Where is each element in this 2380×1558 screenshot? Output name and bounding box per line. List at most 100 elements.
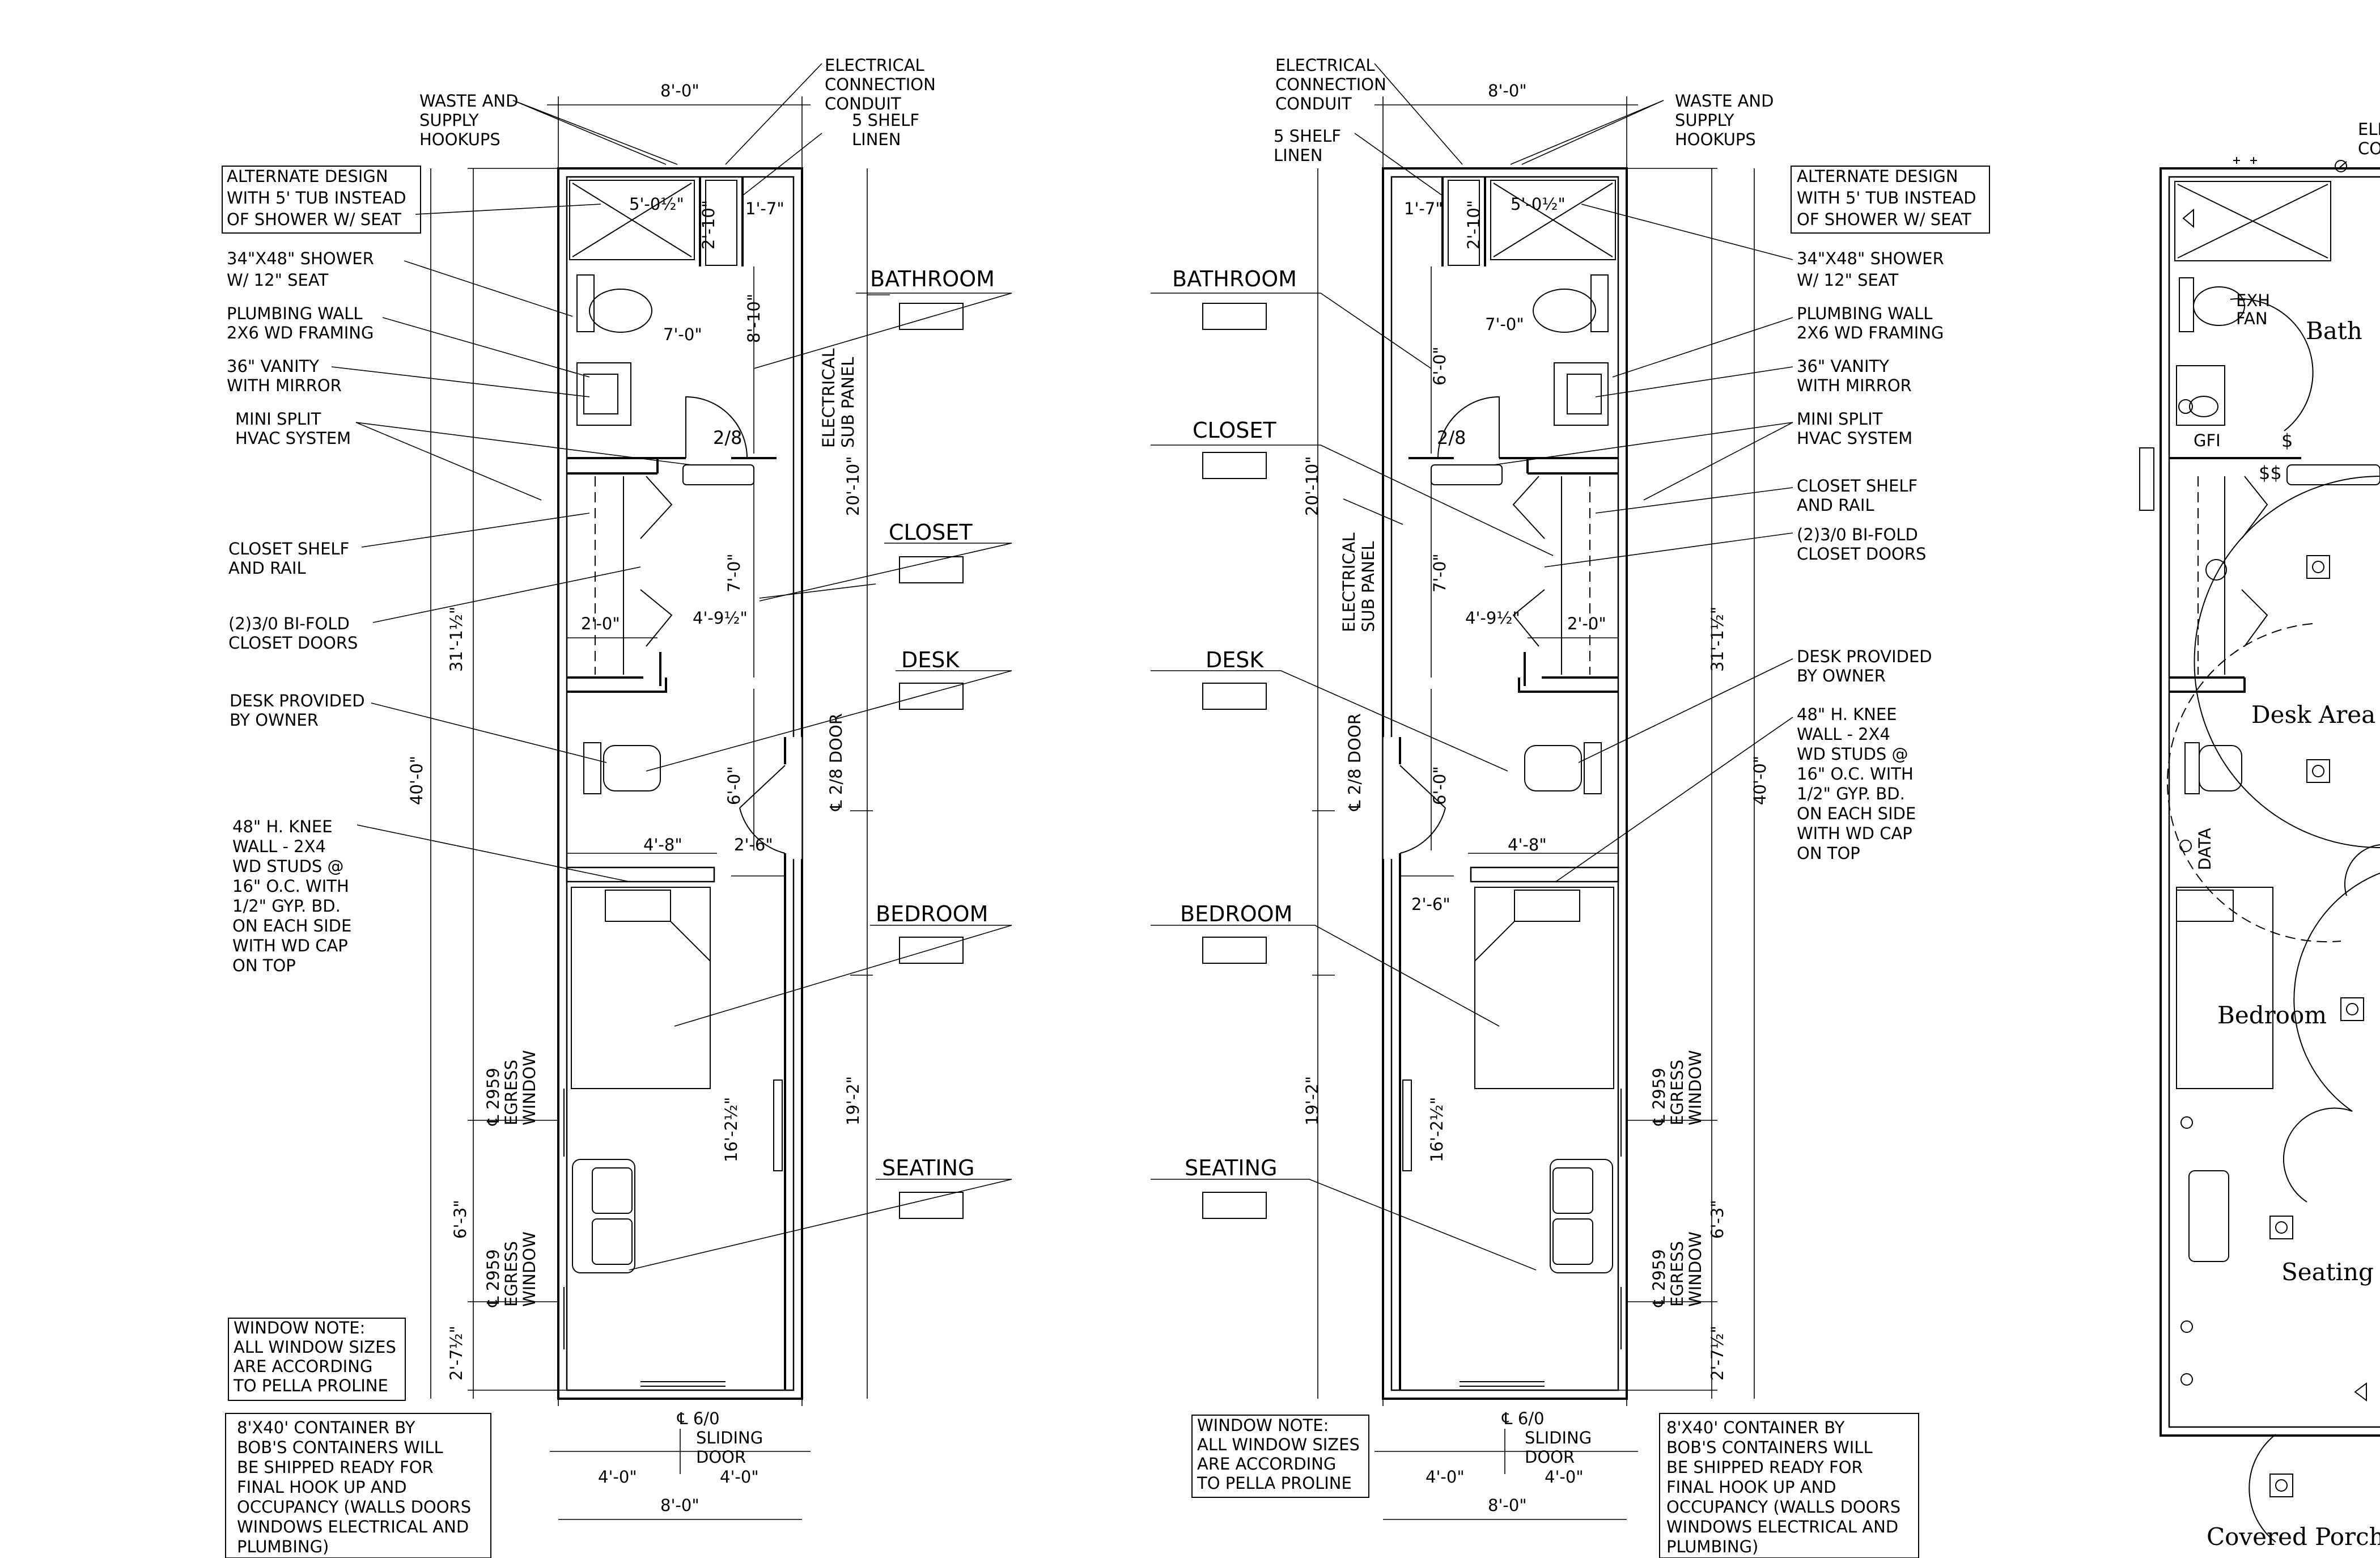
dim-4-0-b: 4'-0" xyxy=(1545,1467,1584,1487)
dim-width-top: 8'-0" xyxy=(660,81,699,100)
dim-2-0: 2'-0" xyxy=(581,614,620,633)
note-alternate-design: ALTERNATE DESIGN WITH 5' TUB INSTEAD OF … xyxy=(227,167,411,229)
note-sliding-door: ℄ 6/0 SLIDING DOOR xyxy=(1501,1409,1597,1467)
dim-16-2-1-2: 16'-2½" xyxy=(722,1097,741,1162)
note-data: DATA xyxy=(2195,828,2214,870)
dim-2-10: 2'-10" xyxy=(1464,200,1483,249)
dimensions-left: 8'-0" 8'-0" 4'-0" 4'-0" 40'-0" 31'-1½" 6… xyxy=(407,81,863,1515)
note-plumbing-wall: PLUMBING WALL 2X6 WD FRAMING xyxy=(1797,304,1944,342)
note-electrical-conduit: ELECTRICAL CONNECTION CONDUIT xyxy=(825,56,941,113)
dim-5-0-1-2: 5'-0½" xyxy=(629,194,684,214)
note-egress-window-1: ℄ 2959 EGRESS WINDOW xyxy=(1649,1050,1705,1126)
note-desk-owner: DESK PROVIDED BY OWNER xyxy=(230,691,370,730)
note-electrical-sub-panel: ELECTRICAL SUB PANEL xyxy=(819,343,858,448)
room-label-covered-porch: Covered Porch xyxy=(2207,1523,2380,1551)
dim-width-bottom: 8'-0" xyxy=(1488,1496,1527,1515)
note-door-2-8: ℄ 2/8 DOOR xyxy=(1345,713,1364,811)
dim-19-2: 19'-2" xyxy=(843,1076,863,1125)
room-label-closet: CLOSET xyxy=(889,520,973,545)
dim-7-0-closet: 7'-0" xyxy=(724,553,744,592)
room-labels-right: BATHROOM CLOSET DESK BEDROOM SEATING xyxy=(1172,266,1297,1180)
note-waste-supply: WASTE AND SUPPLY HOOKUPS xyxy=(419,91,524,149)
dim-width-top: 8'-0" xyxy=(1488,81,1527,100)
door-swing-label: 2/8 xyxy=(713,427,743,448)
electrical-plan-partial: ELEC CON EXH FAN GFI DATA $ $$ Bath Desk… xyxy=(2139,120,2380,1551)
annotations-left: WASTE AND SUPPLY HOOKUPS ELECTRICAL CONN… xyxy=(227,56,941,1556)
dim-2-10: 2'-10" xyxy=(699,200,718,249)
room-label-seating: SEATING xyxy=(1185,1155,1277,1180)
dim-6-3: 6'-3" xyxy=(451,1200,470,1239)
note-closet-shelf: CLOSET SHELF AND RAIL xyxy=(228,539,354,578)
room-label-bedroom: BEDROOM xyxy=(1180,901,1292,926)
room-label-bedroom: BEDROOM xyxy=(876,901,988,926)
note-egress-window-2: ℄ 2959 EGRESS WINDOW xyxy=(483,1231,539,1307)
room-label-bath: Bath xyxy=(2306,317,2362,345)
dim-1-7: 1'-7" xyxy=(745,199,784,218)
room-labels-left: BATHROOM CLOSET DESK BEDROOM SEATING xyxy=(870,266,995,1180)
dim-4-0-a: 4'-0" xyxy=(598,1467,637,1487)
note-desk-owner: DESK PROVIDED BY OWNER xyxy=(1797,647,1937,685)
note-window: WINDOW NOTE: ALL WINDOW SIZES ARE ACCORD… xyxy=(233,1318,401,1395)
room-label-desk-area: Desk Area xyxy=(2251,701,2375,729)
room-label-desk: DESK xyxy=(1206,647,1264,672)
room-label-seating: SEATING xyxy=(882,1155,974,1180)
switch-symbol-double: $$ xyxy=(2259,462,2282,484)
room-label-bathroom: BATHROOM xyxy=(1172,266,1297,291)
dim-4-9-1-2: 4'-9½" xyxy=(693,608,748,628)
dim-7-0-bath: 7'-0" xyxy=(1485,315,1524,334)
annotations-right: ELECTRICAL CONNECTION CONDUIT 5 SHELF LI… xyxy=(1197,56,1982,1556)
note-gfi: GFI xyxy=(2194,431,2221,450)
note-electrical-conduit: ELECTRICAL CONNECTION CONDUIT xyxy=(1275,56,1391,113)
room-label-closet: CLOSET xyxy=(1193,418,1276,443)
note-electrical-conduit-partial: ELEC CON xyxy=(2358,120,2380,158)
note-exh-fan: EXH FAN xyxy=(2236,291,2275,328)
note-container: 8'X40' CONTAINER BY BOB'S CONTAINERS WIL… xyxy=(1666,1418,1906,1556)
dim-6-3: 6'-3" xyxy=(1708,1200,1727,1239)
note-sliding-door: ℄ 6/0 SLIDING DOOR xyxy=(677,1409,768,1467)
note-egress-window-2: ℄ 2959 EGRESS WINDOW xyxy=(1649,1231,1705,1307)
dim-31-1-2: 31'-1½" xyxy=(447,607,466,672)
electrical-plan-labels: ELEC CON EXH FAN GFI DATA $ $$ Bath Desk… xyxy=(2194,120,2380,1551)
note-shelf-linen: 5 SHELF LINEN xyxy=(1274,126,1346,165)
note-shower: 34"X48" SHOWER W/ 12" SEAT xyxy=(227,249,379,290)
dim-31-1-2: 31'-1½" xyxy=(1708,607,1727,672)
dim-overall-40: 40'-0" xyxy=(1750,756,1770,805)
dim-6-0-bath: 6'-0" xyxy=(1430,346,1449,386)
dim-19-2: 19'-2" xyxy=(1303,1076,1322,1125)
floor-plan-right: BATHROOM CLOSET DESK BEDROOM SEATING ELE… xyxy=(1151,56,1990,1558)
note-waste-supply: WASTE AND SUPPLY HOOKUPS xyxy=(1675,91,1779,149)
room-label-seating: Seating xyxy=(2281,1258,2374,1286)
dim-4-0-a: 4'-0" xyxy=(1426,1467,1465,1487)
dim-20-10: 20'-10" xyxy=(843,456,863,516)
note-mini-split: MINI SPLIT HVAC SYSTEM xyxy=(235,409,351,448)
dimensions-right: 8'-0" 8'-0" 4'-0" 4'-0" 40'-0" 31'-1½" 6… xyxy=(1303,81,1770,1515)
note-closet-shelf: CLOSET SHELF AND RAIL xyxy=(1797,476,1923,515)
dim-20-10: 20'-10" xyxy=(1303,456,1322,516)
dim-2-7-1-2: 2'-7½" xyxy=(447,1326,466,1381)
note-alternate-design: ALTERNATE DESIGN WITH 5' TUB INSTEAD OF … xyxy=(1797,167,1982,229)
note-bifold: (2)3/0 BI-FOLD CLOSET DOORS xyxy=(228,614,358,653)
dim-width-bottom: 8'-0" xyxy=(660,1496,699,1515)
dim-1-7: 1'-7" xyxy=(1404,199,1443,218)
dim-overall-40: 40'-0" xyxy=(407,756,426,805)
dim-7-0-bath: 7'-0" xyxy=(663,325,702,344)
dim-4-9-1-2: 4'-9½" xyxy=(1465,608,1520,628)
dim-4-8: 4'-8" xyxy=(1508,835,1547,854)
note-container: 8'X40' CONTAINER BY BOB'S CONTAINERS WIL… xyxy=(237,1418,476,1556)
note-vanity: 36" VANITY WITH MIRROR xyxy=(1797,357,1912,395)
note-shelf-linen: 5 SHELF LINEN xyxy=(852,111,924,149)
note-door-2-8: ℄ 2/8 DOOR xyxy=(826,713,846,811)
note-knee-wall: 48" H. KNEE WALL - 2X4 WD STUDS @ 16" O.… xyxy=(1797,705,1921,863)
dim-6-0: 6'-0" xyxy=(724,766,744,805)
dim-5-0-1-2: 5'-0½" xyxy=(1511,194,1566,214)
note-knee-wall: 48" H. KNEE WALL - 2X4 WD STUDS @ 16" O.… xyxy=(232,817,357,975)
note-mini-split: MINI SPLIT HVAC SYSTEM xyxy=(1797,409,1912,448)
dim-2-0: 2'-0" xyxy=(1567,614,1606,633)
switch-symbol-single: $ xyxy=(2281,430,2293,451)
note-plumbing-wall: PLUMBING WALL 2X6 WD FRAMING xyxy=(227,304,374,342)
dim-2-6: 2'-6" xyxy=(734,835,773,854)
dim-16-2-1-2: 16'-2½" xyxy=(1427,1097,1446,1162)
door-swing-label: 2/8 xyxy=(1437,427,1466,448)
dim-4-0-b: 4'-0" xyxy=(720,1467,759,1487)
dim-4-8: 4'-8" xyxy=(643,835,682,854)
